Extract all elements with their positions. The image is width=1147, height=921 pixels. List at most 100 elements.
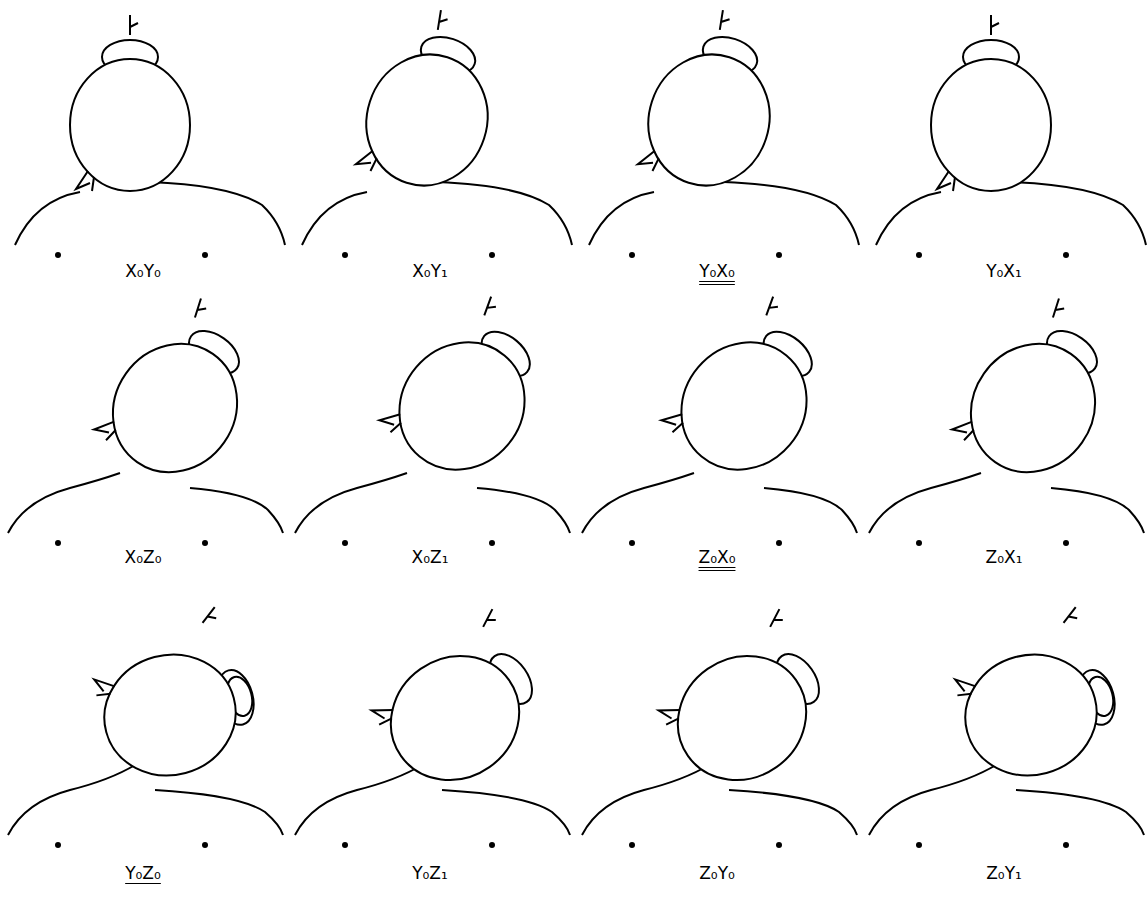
head-outline (88, 320, 262, 497)
pose-label: X₀Z₁ (412, 546, 449, 568)
head-outline (656, 317, 833, 495)
head (931, 40, 1051, 191)
shoulder-line (582, 473, 857, 533)
head-outline (952, 640, 1111, 790)
pose-label: X₀Y₁ (412, 260, 448, 282)
head-figure (876, 15, 1146, 258)
nose-mark (370, 700, 397, 726)
pose-label: Z₀Y₀ (699, 862, 735, 884)
shoulder-dot (55, 540, 61, 546)
shoulder-dot (342, 842, 348, 848)
nose-mark (93, 415, 119, 442)
shoulder-dot (202, 252, 208, 258)
head-outline (632, 39, 787, 202)
nose-mark (355, 147, 378, 172)
shoulder-dot (629, 540, 635, 546)
nose-mark (660, 407, 687, 434)
head-outline (91, 640, 250, 790)
orientation-tick (438, 10, 449, 31)
head (88, 304, 273, 497)
head-outline (70, 59, 190, 191)
head-outline (931, 59, 1051, 191)
orientation-tick (766, 297, 780, 319)
pose-label: Y₀Z₀ (125, 862, 161, 884)
shoulder-dot (916, 842, 922, 848)
shoulder-dot (342, 252, 348, 258)
pose-label: Z₀X₁ (986, 546, 1023, 568)
pose-label: X₀Y₀ (125, 260, 161, 282)
orientation-tick (1064, 607, 1083, 628)
head-outline (374, 317, 551, 495)
head-figure (869, 298, 1144, 546)
shoulder-dot (55, 842, 61, 848)
shoulder-line (15, 182, 285, 245)
orientation-tick (991, 15, 999, 35)
orientation-tick (484, 297, 498, 319)
shoulder-line (869, 473, 1144, 533)
orientation-tick (130, 15, 138, 35)
head (632, 21, 793, 202)
orientation-tick (770, 609, 786, 630)
pose-label: Z₀X₀ (699, 546, 736, 568)
pose-label: Y₀Z₁ (412, 862, 448, 884)
shoulder-line (8, 765, 283, 835)
orientation-tick (720, 10, 731, 31)
nose-mark (953, 675, 977, 698)
head-outline (946, 320, 1120, 497)
shoulder-line (869, 765, 1144, 835)
head-figure (869, 607, 1144, 848)
head-figure (8, 607, 283, 848)
nose-mark (76, 171, 94, 191)
head (367, 620, 560, 805)
head (952, 635, 1129, 790)
head (654, 620, 847, 805)
nose-mark (951, 415, 977, 442)
shoulder-dot (776, 252, 782, 258)
head (350, 21, 511, 202)
head-figure (582, 297, 857, 546)
nose-mark (92, 675, 116, 698)
shoulder-dot (776, 540, 782, 546)
shoulder-line (589, 182, 859, 245)
head (374, 302, 563, 495)
nose-mark (657, 700, 684, 726)
orientation-tick (1053, 298, 1067, 319)
head-figure (295, 297, 570, 546)
shoulder-dot (629, 252, 635, 258)
shoulder-dot (202, 540, 208, 546)
shoulder-dot (489, 252, 495, 258)
shoulder-dot (629, 842, 635, 848)
orientation-tick (203, 607, 222, 628)
pose-label: Y₀X₀ (699, 260, 735, 282)
nose-mark (937, 171, 955, 191)
head (91, 635, 268, 790)
head-outline (367, 631, 544, 805)
head-figure (582, 609, 857, 848)
head-figure (295, 609, 570, 848)
shoulder-dot (1063, 842, 1069, 848)
nose-mark (378, 407, 405, 434)
head-figure (302, 10, 572, 258)
orientation-tick (195, 298, 209, 319)
shoulder-line (295, 473, 570, 533)
head-figure (15, 15, 285, 258)
head (946, 304, 1131, 497)
head-outline (350, 39, 505, 202)
shoulder-dot (1063, 252, 1069, 258)
shoulder-dot (202, 842, 208, 848)
shoulder-line (302, 182, 572, 245)
orientation-tick (483, 609, 499, 630)
shoulder-line (876, 182, 1146, 245)
shoulder-dot (916, 540, 922, 546)
shoulder-line (8, 473, 283, 533)
shoulder-dot (489, 842, 495, 848)
head (70, 40, 190, 191)
pose-label: X₀Z₀ (125, 546, 162, 568)
shoulder-dot (489, 540, 495, 546)
shoulder-dot (1063, 540, 1069, 546)
head-outline (654, 631, 831, 805)
pose-label: Y₀X₁ (986, 260, 1022, 282)
shoulder-dot (55, 252, 61, 258)
